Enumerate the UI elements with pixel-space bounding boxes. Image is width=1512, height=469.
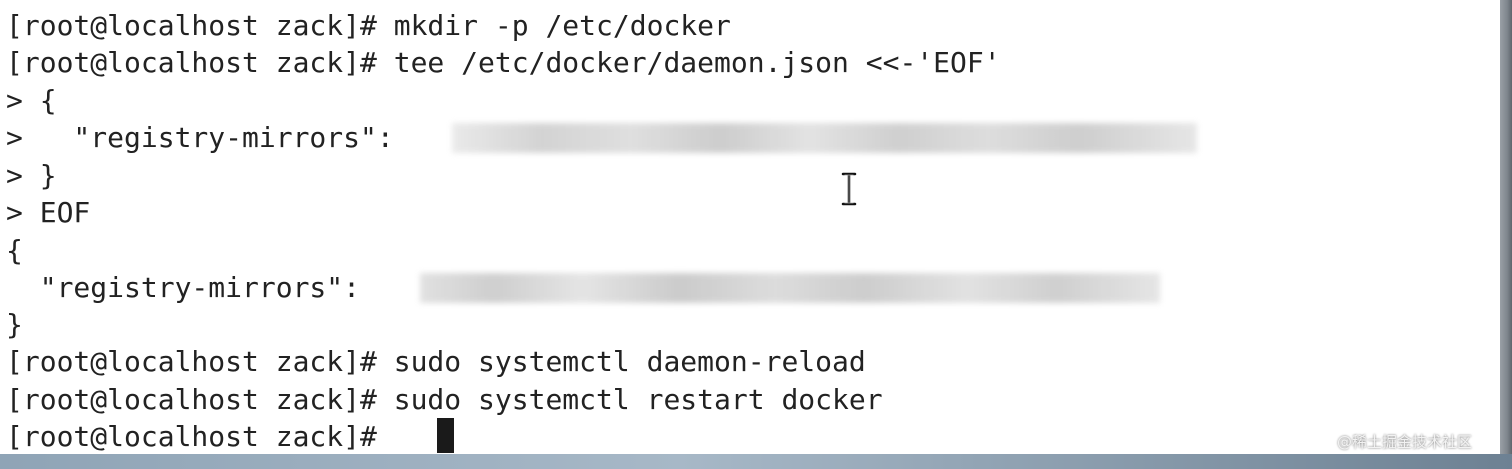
- terminal-line-2: [root@localhost zack]# tee /etc/docker/d…: [6, 46, 1001, 79]
- terminal-line-7: {: [6, 234, 23, 267]
- terminal-line-9: }: [6, 308, 23, 341]
- redacted-mirror-url-output: [420, 273, 1160, 303]
- terminal-line-4: > "registry-mirrors":: [6, 121, 394, 154]
- partial-top-line: ~ ~ ~ ~ ~ ~ ~ ~: [6, 0, 377, 16]
- desktop-bottom-bar: [0, 454, 1512, 469]
- terminal-line-8: "registry-mirrors":: [6, 271, 361, 304]
- terminal-cursor: [437, 418, 454, 453]
- redacted-mirror-url-input: [452, 123, 1197, 153]
- terminal-line-6: > EOF: [6, 196, 91, 229]
- terminal-line-3: > {: [6, 84, 57, 117]
- window-edge: [1500, 0, 1512, 469]
- terminal-line-11: [root@localhost zack]# sudo systemctl re…: [6, 383, 883, 416]
- ibeam-cursor-icon: [841, 172, 857, 206]
- terminal-window[interactable]: ~ ~ ~ ~ ~ ~ ~ ~ [root@localhost zack]# m…: [0, 0, 1500, 454]
- terminal-line-1: [root@localhost zack]# mkdir -p /etc/doc…: [6, 9, 731, 42]
- terminal-line-5: > }: [6, 159, 57, 192]
- terminal-prompt-line[interactable]: [root@localhost zack]#: [6, 420, 394, 453]
- terminal-line-10: [root@localhost zack]# sudo systemctl da…: [6, 345, 866, 378]
- watermark-text: @稀土掘金技术社区: [1337, 433, 1473, 451]
